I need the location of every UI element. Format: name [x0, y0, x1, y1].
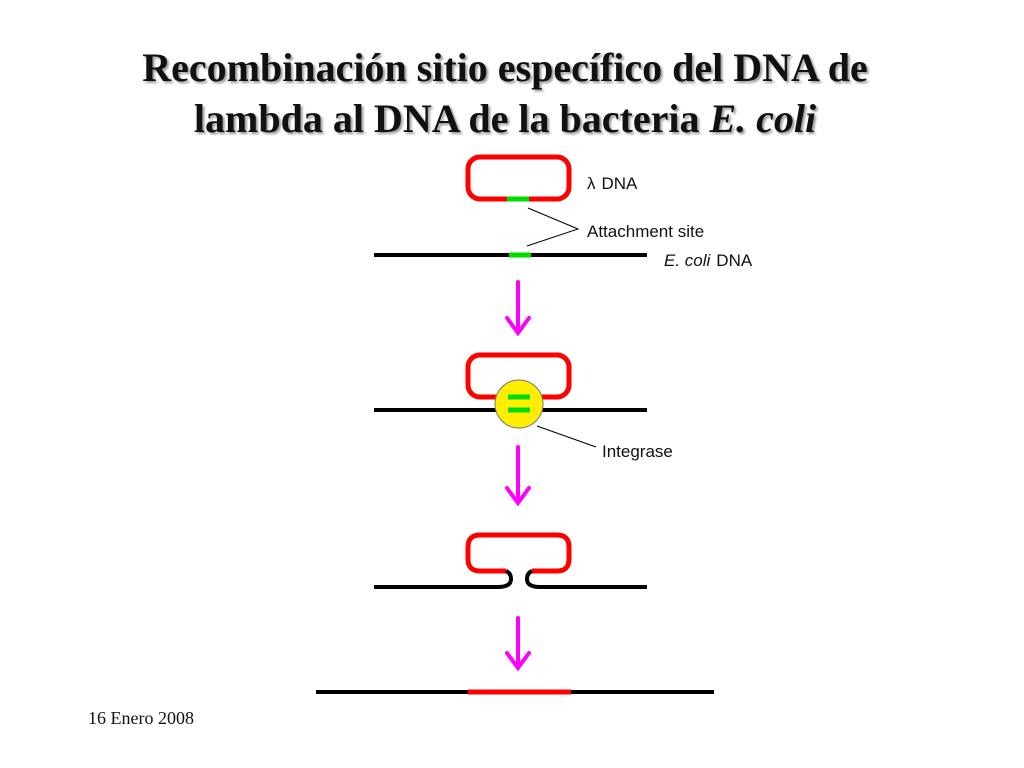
down-arrow-3: [505, 616, 531, 672]
lambda-dna-label: λ DNA: [587, 174, 638, 193]
down-arrow-2: [505, 445, 531, 507]
attachment-site-label: Attachment site: [587, 222, 704, 241]
stage-2: [374, 352, 647, 448]
stage-3: [374, 532, 647, 589]
lambda-symbol: λ: [587, 174, 596, 193]
title-line-2: lambda al DNA de la bacteria: [193, 96, 710, 141]
title-line-2-species: E. coli: [709, 96, 817, 141]
stage-1: [374, 154, 647, 258]
attachment-leader-line: [526, 207, 580, 247]
integrase-leader-line: [536, 425, 597, 448]
ecoli-dna-right-arm: [524, 569, 647, 589]
ecoli-dna-left-arm: [374, 569, 514, 589]
title-line-1: Recombinación sitio específico del DNA d…: [142, 45, 868, 90]
integrase-enzyme: [494, 379, 544, 429]
ecoli-species: E. coli: [664, 251, 712, 270]
lambda-dna-text: DNA: [602, 174, 639, 193]
slide-title: Recombinación sitio específico del DNA d…: [0, 42, 1010, 144]
integrase-label: Integrase: [602, 442, 673, 461]
lambda-dna-loop: [465, 154, 572, 202]
ecoli-dna-text: DNA: [716, 251, 753, 270]
down-arrow-1: [505, 280, 531, 337]
footer-date: 16 Enero 2008: [88, 708, 194, 728]
lambda-dna-open-loop: [465, 532, 572, 574]
